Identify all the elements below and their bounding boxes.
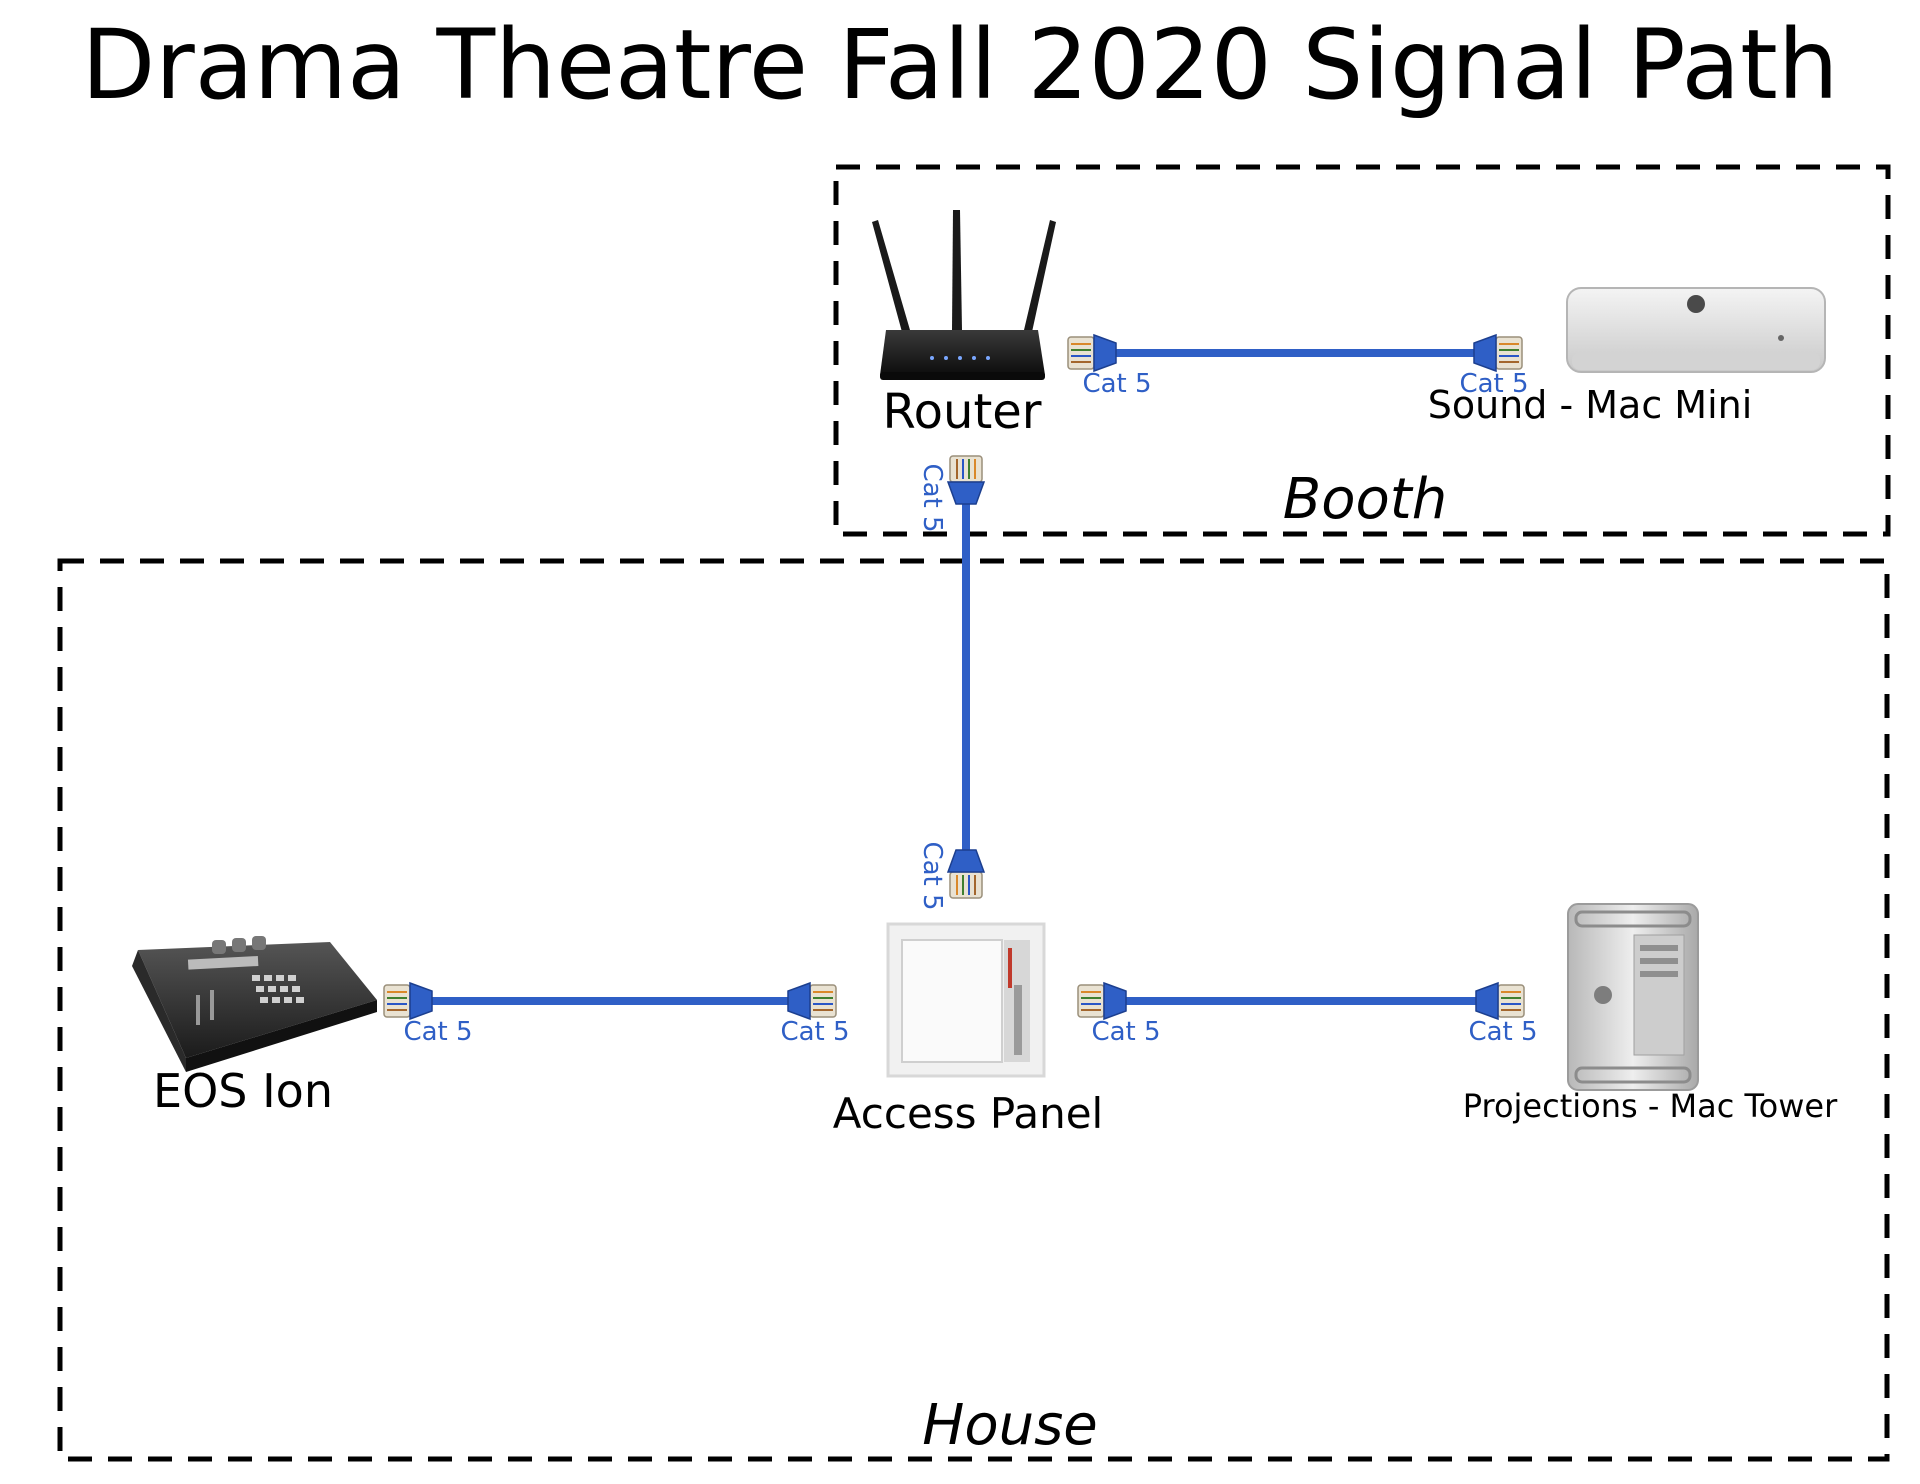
cable-label-panel-proj-start: Cat 5 [1091,1017,1160,1047]
cable-access-panel-to-projections: Cat 5 Cat 5 [1077,982,1538,1047]
booth-zone-border [833,164,1891,537]
router-label: Router [882,384,1041,440]
booth-zone-label: Booth [1283,467,1447,532]
eos-ion-label: EOS Ion [153,1064,333,1118]
cable-router-to-access-panel: Cat 5 Cat 5 [917,455,985,911]
cable-label-eos-panel-end: Cat 5 [780,1017,849,1047]
cable-label-router-sound-start: Cat 5 [1082,369,1151,399]
cable-label-router-sound-end: Cat 5 [1459,369,1528,399]
access-panel-label: Access Panel [833,1089,1103,1138]
house-zone-label: House [922,1393,1098,1458]
cable-label-router-panel-start: Cat 5 [917,463,947,532]
access-panel-icon [886,922,1046,1078]
router-icon [872,210,1056,380]
house-zone-border [57,558,1890,1462]
cable-label-panel-proj-end: Cat 5 [1468,1017,1537,1047]
cable-label-eos-panel-start: Cat 5 [403,1017,472,1047]
cable-eos-to-access-panel: Cat 5 Cat 5 [383,982,850,1047]
lighting-console-icon [132,936,377,1072]
sound-label: Sound - Mac Mini [1428,383,1753,427]
cable-label-router-panel-end: Cat 5 [917,841,947,910]
projections-label: Projections - Mac Tower [1463,1087,1838,1125]
mac-mini-icon [1566,287,1826,373]
cable-router-to-sound: Cat 5 Cat 5 [1067,334,1529,399]
diagram-title: Drama Theatre Fall 2020 Signal Path [81,9,1838,121]
mac-tower-icon [1567,903,1699,1091]
